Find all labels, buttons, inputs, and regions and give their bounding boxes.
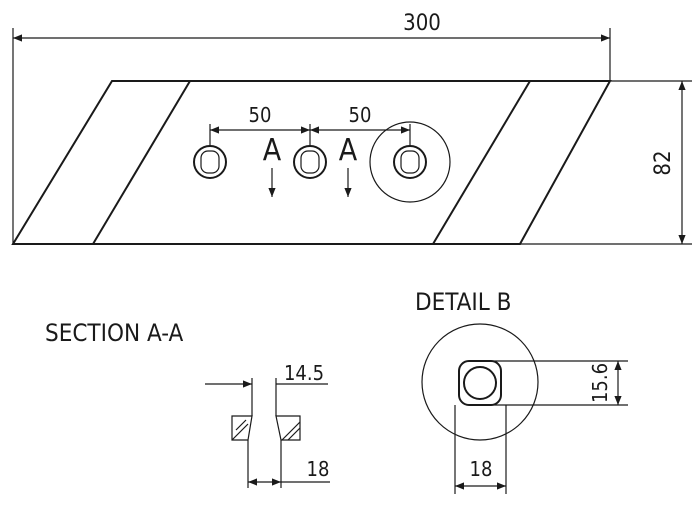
mounting-hole	[293, 145, 327, 179]
section-marker-a: A	[339, 133, 358, 197]
section-marker-label: A	[339, 133, 358, 168]
detail-boundary-circle	[421, 323, 539, 441]
detail-title: DETAIL B	[415, 288, 511, 316]
blade-outline	[11, 80, 612, 245]
detail-view: DETAIL B 15.6 18	[415, 288, 628, 494]
detail-width-label: 18	[470, 457, 493, 481]
blade-view	[11, 80, 612, 245]
mounting-hole	[193, 145, 227, 179]
mounting-hole	[393, 145, 427, 179]
blade-hatch-line	[92, 80, 191, 245]
section-top-width-label: 14.5	[284, 361, 324, 385]
dimension-hole-spacing: 50 50	[209, 103, 411, 146]
section-title: SECTION A-A	[45, 319, 183, 347]
section-hatch	[231, 423, 249, 441]
blade-hatch-line	[432, 80, 531, 245]
dimension-hole-spacing-right-label: 50	[349, 103, 372, 127]
section-profile-right	[275, 415, 301, 441]
detail-b-callout-circle	[369, 121, 451, 203]
dimension-height-label: 82	[651, 150, 676, 175]
detail-height-label: 15.6	[588, 363, 612, 403]
section-marker-label: A	[263, 133, 282, 168]
section-marker-a: A	[263, 133, 282, 197]
dimension-overall-length-label: 300	[403, 11, 441, 36]
dimension-overall-length: 300	[12, 11, 611, 244]
detail-hole-inner	[463, 366, 497, 400]
dimension-height: 82	[520, 80, 692, 245]
section-hatch	[281, 421, 301, 441]
section-hatch	[287, 427, 301, 441]
section-hatch	[235, 419, 247, 431]
dimension-hole-spacing-left-label: 50	[249, 103, 272, 127]
section-bottom-width-label: 18	[307, 457, 330, 481]
section-view: SECTION A-A 14.5 18	[45, 319, 330, 488]
